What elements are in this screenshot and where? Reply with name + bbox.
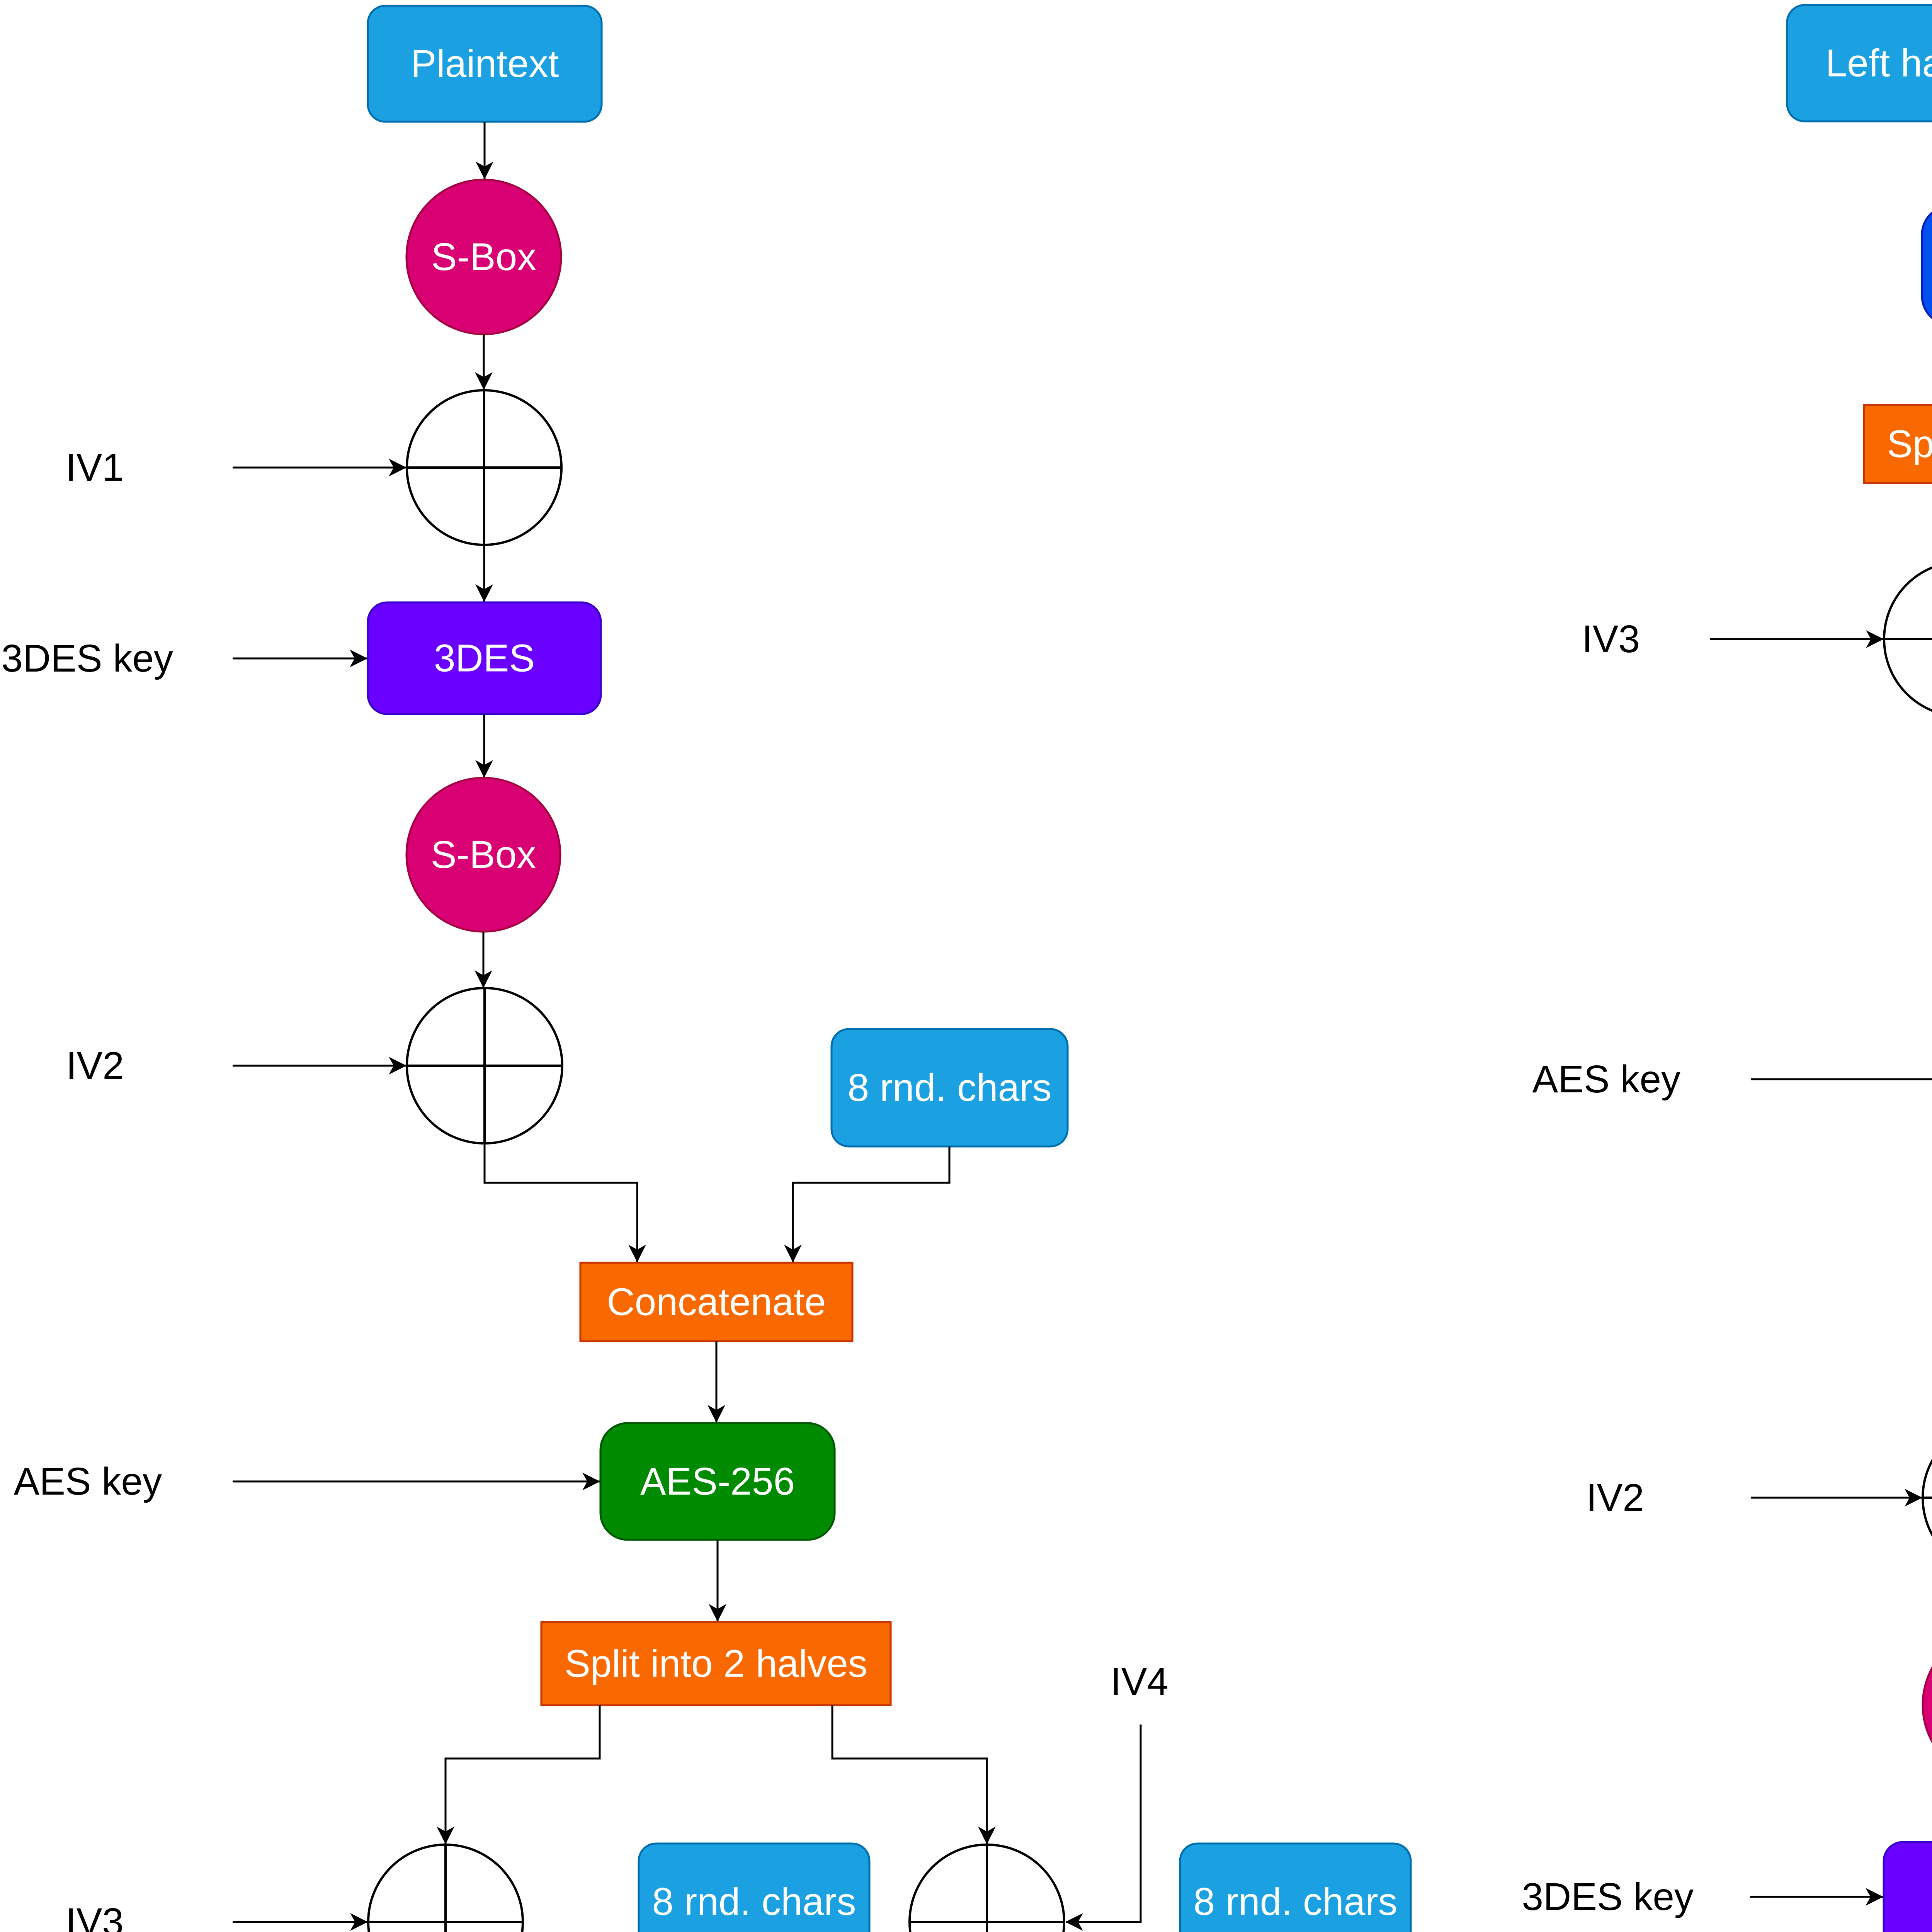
- svg-text:8 rnd. chars: 8 rnd. chars: [847, 1066, 1051, 1109]
- svg-text:IV3: IV3: [1582, 617, 1640, 661]
- svg-text:Plaintext: Plaintext: [411, 42, 559, 85]
- svg-text:3DES key: 3DES key: [1522, 1875, 1694, 1918]
- svg-text:S-Box: S-Box: [431, 833, 536, 876]
- svg-text:3DES key: 3DES key: [1, 637, 173, 680]
- svg-text:Left half of the ciphertext: Left half of the ciphertext: [1825, 42, 1932, 85]
- svg-text:8 rnd. chars: 8 rnd. chars: [1193, 1880, 1397, 1923]
- svg-text:IV2: IV2: [66, 1044, 124, 1087]
- svg-text:IV3: IV3: [66, 1900, 124, 1932]
- svg-text:IV1: IV1: [66, 446, 124, 489]
- svg-text:Split into 2 halves: Split into 2 halves: [565, 1642, 867, 1685]
- svg-text:Concatenate: Concatenate: [607, 1281, 826, 1324]
- svg-text:8 rnd. chars: 8 rnd. chars: [652, 1880, 856, 1923]
- svg-text:IV2: IV2: [1586, 1476, 1644, 1519]
- svg-text:Split into 2 halves: Split into 2 halves: [1887, 422, 1932, 466]
- svg-text:IV4: IV4: [1111, 1660, 1168, 1703]
- svg-text:AES key: AES key: [1532, 1058, 1681, 1101]
- svg-text:AES-256: AES-256: [640, 1460, 795, 1503]
- svg-text:S-Box: S-Box: [431, 235, 536, 279]
- svg-text:3DES: 3DES: [434, 637, 535, 680]
- svg-text:AES key: AES key: [14, 1460, 162, 1503]
